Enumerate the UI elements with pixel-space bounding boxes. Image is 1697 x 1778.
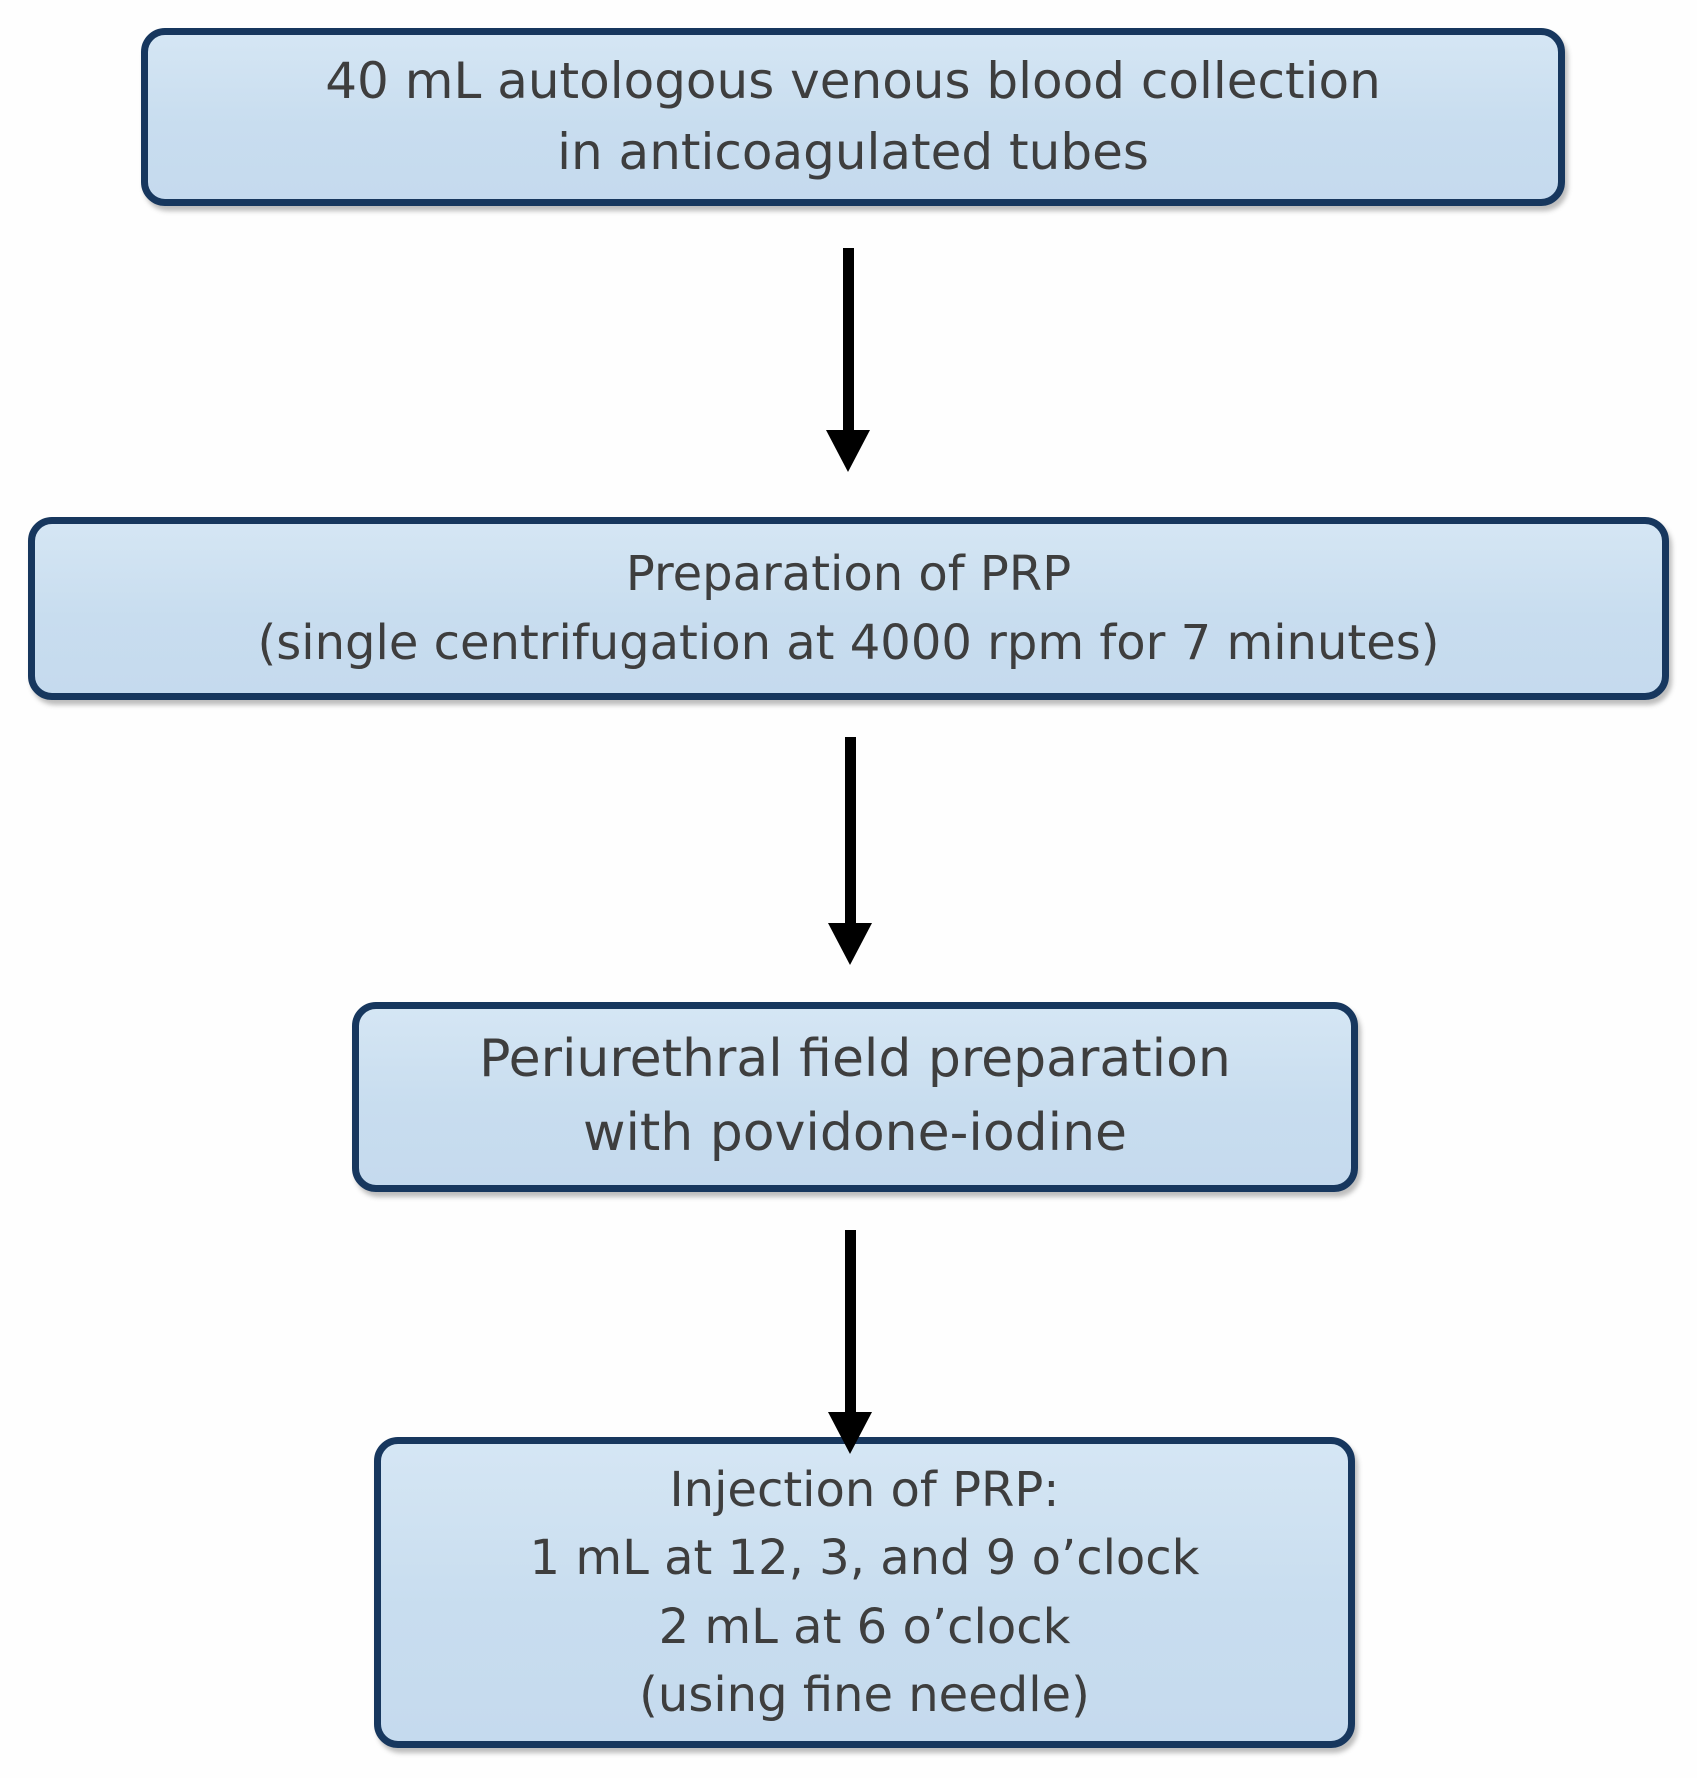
step-text-line: (using fine needle) bbox=[639, 1666, 1090, 1723]
step-box-prp-preparation: Preparation of PRP (single centrifugatio… bbox=[28, 517, 1669, 700]
step-text-line: with povidone-iodine bbox=[582, 1103, 1128, 1163]
step-text-line: Preparation of PRP bbox=[625, 546, 1072, 603]
step-text-line: 2 mL at 6 o’clock bbox=[658, 1598, 1071, 1655]
arrow-down-icon bbox=[826, 248, 870, 472]
step-text-line: 1 mL at 12, 3, and 9 o’clock bbox=[529, 1530, 1200, 1587]
step-box-prp-injection: Injection of PRP: 1 mL at 12, 3, and 9 o… bbox=[374, 1437, 1355, 1748]
step-text-line: (single centrifugation at 4000 rpm for 7… bbox=[257, 614, 1440, 671]
step-box-blood-collection: 40 mL autologous venous blood collection… bbox=[141, 28, 1565, 206]
step-text-line: Periurethral field preparation bbox=[479, 1029, 1231, 1090]
step-text-line: in anticoagulated tubes bbox=[557, 123, 1149, 181]
step-box-field-preparation: Periurethral field preparation with povi… bbox=[352, 1002, 1358, 1192]
step-text-line: 40 mL autologous venous blood collection bbox=[325, 52, 1381, 110]
arrow-down-icon bbox=[828, 737, 872, 965]
step-text-line: Injection of PRP: bbox=[669, 1462, 1060, 1519]
arrow-down-icon bbox=[828, 1230, 872, 1454]
